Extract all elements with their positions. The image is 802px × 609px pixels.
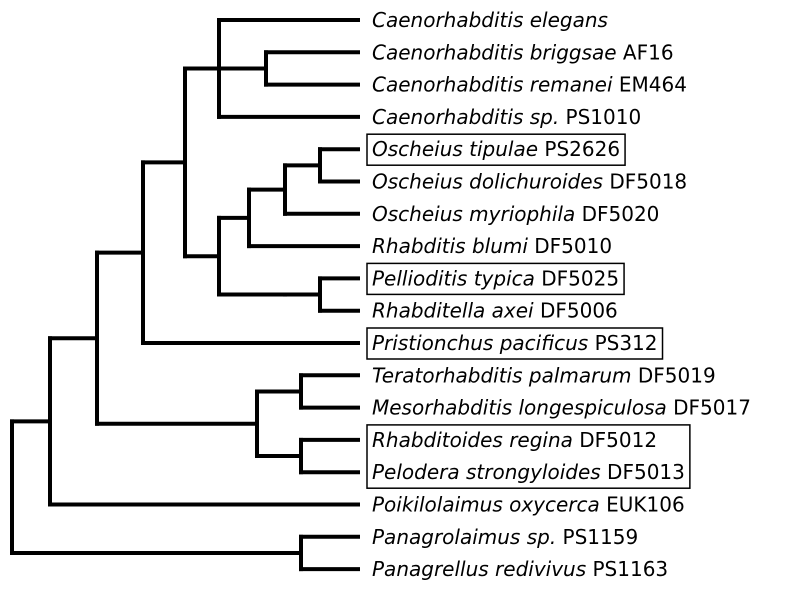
taxon-label: Caenorhabditis sp. PS1010	[372, 105, 641, 129]
taxon-label: Rhabditoides regina DF5012	[372, 428, 657, 452]
species-name: Rhabditella axei	[372, 299, 534, 323]
taxon-label: Oscheius tipulae PS2626	[372, 137, 620, 161]
highlight-box	[366, 133, 626, 166]
highlight-boxes	[366, 133, 691, 489]
species-name: Panagrellus redivivus	[372, 557, 586, 581]
taxon-label: Oscheius myriophila DF5020	[372, 202, 659, 226]
strain-id: AF16	[617, 40, 674, 64]
species-name: Rhabditis blumi	[372, 234, 528, 258]
strain-id: PS1159	[556, 525, 638, 549]
strain-id: DF5019	[632, 363, 716, 387]
strain-id: DF5018	[603, 170, 687, 194]
strain-id: DF5025	[535, 266, 619, 290]
taxon-label: Poikilolaimus oxycerca EUK106	[372, 493, 685, 517]
species-name: Pristionchus pacificus	[372, 331, 588, 355]
strain-id: PS2626	[538, 137, 620, 161]
species-name: Oscheius tipulae	[372, 137, 538, 161]
tree-branches	[10, 18, 360, 572]
taxon-label: Pellioditis typica DF5025	[372, 266, 619, 290]
species-name: Pelodera strongyloides	[372, 460, 601, 484]
taxon-label: Pristionchus pacificus PS312	[372, 331, 658, 355]
taxon-label: Caenorhabditis elegans	[372, 8, 608, 32]
species-name: Mesorhabditis longespiculosa	[372, 396, 667, 420]
species-name: Panagrolaimus sp.	[372, 525, 556, 549]
strain-id: DF5020	[575, 202, 659, 226]
taxon-label: Panagrellus redivivus PS1163	[372, 557, 668, 581]
taxon-label: Mesorhabditis longespiculosa DF5017	[372, 396, 751, 420]
strain-id: PS1010	[559, 105, 641, 129]
strain-id: EUK106	[600, 493, 685, 517]
strain-id: DF5012	[573, 428, 657, 452]
highlight-box	[366, 424, 691, 489]
taxon-label: Rhabditis blumi DF5010	[372, 234, 612, 258]
species-name: Pellioditis typica	[372, 266, 535, 290]
strain-id: DF5017	[667, 396, 751, 420]
species-name: Caenorhabditis sp.	[372, 105, 559, 129]
species-name: Teratorhabditis palmarum	[372, 363, 632, 387]
strain-id: PS312	[588, 331, 657, 355]
strain-id: DF5010	[528, 234, 612, 258]
species-name: Poikilolaimus oxycerca	[372, 493, 600, 517]
species-name: Oscheius myriophila	[372, 202, 575, 226]
taxon-label: Caenorhabditis remanei EM464	[372, 73, 687, 97]
species-name: Oscheius dolichuroides	[372, 170, 603, 194]
taxon-label: Teratorhabditis palmarum DF5019	[372, 363, 716, 387]
strain-id: PS1163	[586, 557, 668, 581]
highlight-box	[366, 262, 625, 296]
species-name: Caenorhabditis elegans	[372, 8, 608, 32]
taxon-label: Oscheius dolichuroides DF5018	[372, 170, 687, 194]
taxon-label: Rhabditella axei DF5006	[372, 299, 618, 323]
taxon-label: Panagrolaimus sp. PS1159	[372, 525, 638, 549]
strain-id: DF5013	[601, 460, 685, 484]
species-name: Caenorhabditis briggsae	[372, 40, 617, 64]
taxon-label: Caenorhabditis briggsae AF16	[372, 40, 674, 64]
species-name: Rhabditoides regina	[372, 428, 573, 452]
strain-id: EM464	[613, 73, 687, 97]
taxon-label: Pelodera strongyloides DF5013	[372, 460, 685, 484]
strain-id: DF5006	[534, 299, 618, 323]
species-name: Caenorhabditis remanei	[372, 73, 613, 97]
highlight-box	[366, 327, 664, 360]
